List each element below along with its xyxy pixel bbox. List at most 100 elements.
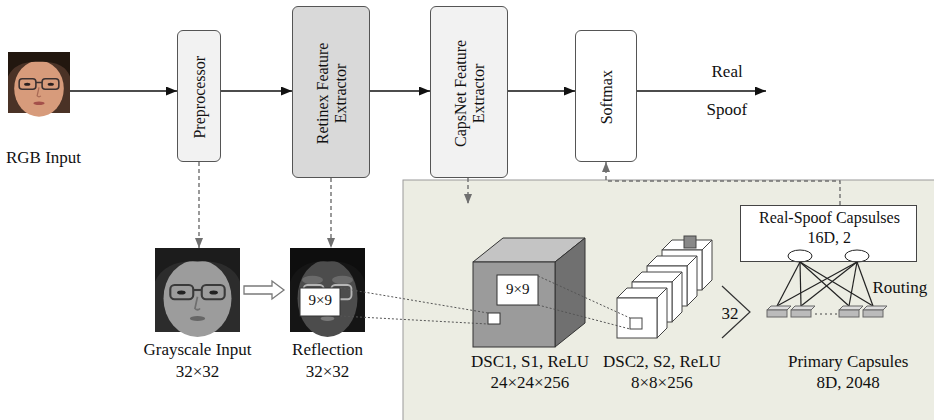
receptive-window [300, 288, 340, 316]
primary-capsules [863, 310, 883, 317]
rgb-face [37, 87, 41, 96]
routing-lines [800, 262, 873, 306]
grayscale-face [164, 260, 232, 337]
reflection-face [321, 316, 335, 321]
box-label: Retinex Feature Extractor [314, 14, 351, 172]
routing-lines [849, 262, 857, 306]
dimension: 8×8×256 [631, 373, 693, 393]
grayscale-face [190, 316, 205, 321]
dsc2-cubes [672, 272, 682, 322]
output-label: Spoof [707, 100, 748, 120]
channel-count: 32 [722, 304, 739, 324]
primary-capsules [767, 306, 887, 317]
class-capsules [845, 250, 869, 262]
box-label: CapsNet Feature Extractor [452, 14, 489, 172]
box-label: Real-Spoof Capsulses [759, 209, 900, 227]
layer-name: DSC2, S2, ReLU [603, 352, 721, 372]
projection-lines [538, 276, 630, 318]
dimension: 24×24×256 [491, 373, 570, 393]
rgb-face [8, 52, 70, 76]
primary-capsules [839, 310, 859, 317]
reflection-face [302, 276, 323, 284]
dsc2-cubes [684, 236, 696, 248]
box-label: 16D, 2 [808, 229, 852, 247]
routing-lines [801, 262, 857, 306]
dsc2-cubes [687, 256, 697, 306]
rgb-face [42, 79, 59, 89]
kernel-size: 9×9 [506, 281, 529, 298]
projection-lines [538, 305, 630, 329]
dsc1-block [473, 262, 555, 347]
grayscale-face [177, 290, 186, 294]
primary-capsules [863, 306, 887, 310]
image-caption: RGB Input [6, 148, 81, 168]
rgb-face [14, 61, 64, 117]
process-box: CapsNet Feature Extractor [430, 6, 508, 178]
primary-capsules [791, 306, 815, 310]
channel-bracket [722, 286, 750, 338]
primary-capsules [767, 306, 791, 310]
rgb-face [48, 83, 54, 86]
reflection-face [290, 248, 365, 282]
routing-lines [777, 262, 873, 306]
capsnet-detail-arrow [467, 178, 468, 204]
dsc1-block [497, 275, 538, 305]
reflection-face [290, 248, 365, 337]
projection-lines [340, 288, 488, 313]
grayscale-face [155, 248, 240, 337]
flow-arrow [221, 90, 292, 92]
process-box: Preprocessor [177, 30, 221, 162]
dsc2-cubes [630, 318, 642, 329]
output-arrow [637, 90, 766, 92]
reflection-face [298, 260, 358, 337]
class-capsules [788, 250, 812, 262]
primary-capsules [767, 310, 787, 317]
dsc2-cubes [657, 288, 667, 338]
rgb-face [33, 101, 44, 105]
primary-capsules [791, 310, 811, 317]
grayscale-face [209, 290, 218, 294]
capsule-box-fill [740, 205, 917, 262]
dashed-arrow [606, 162, 840, 205]
output-label: Real [712, 62, 743, 82]
dsc2-cubes [617, 236, 712, 338]
image-caption: 32×32 [176, 362, 220, 382]
dashed-arrow [330, 178, 331, 248]
dsc2-cubes [702, 240, 712, 290]
process-box: Retinex Feature Extractor [292, 6, 370, 178]
dsc1-block [555, 238, 585, 347]
rgb-face [8, 52, 70, 117]
image-caption: Grayscale Input [143, 340, 251, 360]
hollow-arrow [244, 281, 284, 299]
grayscale-face [195, 297, 200, 310]
rgb-face [24, 83, 30, 86]
flow-arrow [70, 90, 177, 92]
flow-arrow [508, 90, 575, 92]
image-caption: Reflection [292, 340, 363, 360]
routing-label: Routing [873, 278, 928, 298]
routing-lines [857, 262, 873, 306]
rgb-face [19, 79, 36, 89]
dsc1-block [473, 238, 585, 347]
dashed-arrow [198, 162, 199, 248]
grayscale-image: Grayscale Input32×32 [155, 248, 240, 332]
class-capsules [788, 250, 869, 262]
process-box: Softmax [575, 30, 637, 162]
layer-name: Primary Capsules [788, 352, 908, 372]
capsule-box: Real-Spoof Capsulses 16D, 2 [740, 205, 917, 262]
projection-lines [340, 276, 630, 329]
projection-lines [340, 316, 488, 324]
primary-capsules [839, 306, 863, 310]
box-label: Preprocessor [191, 38, 209, 156]
layer-name: DSC1, S1, ReLU [471, 352, 589, 372]
box-label: Softmax [598, 38, 616, 156]
routing-lines [800, 262, 801, 306]
flow-arrow [370, 90, 430, 92]
reflection-image: Reflection32×32 [290, 248, 365, 332]
dsc1-block [488, 313, 500, 324]
capsnet-panel [403, 180, 934, 420]
primary-capsules [815, 314, 837, 315]
routing-lines [800, 262, 849, 306]
image-caption: 32×32 [306, 362, 350, 382]
